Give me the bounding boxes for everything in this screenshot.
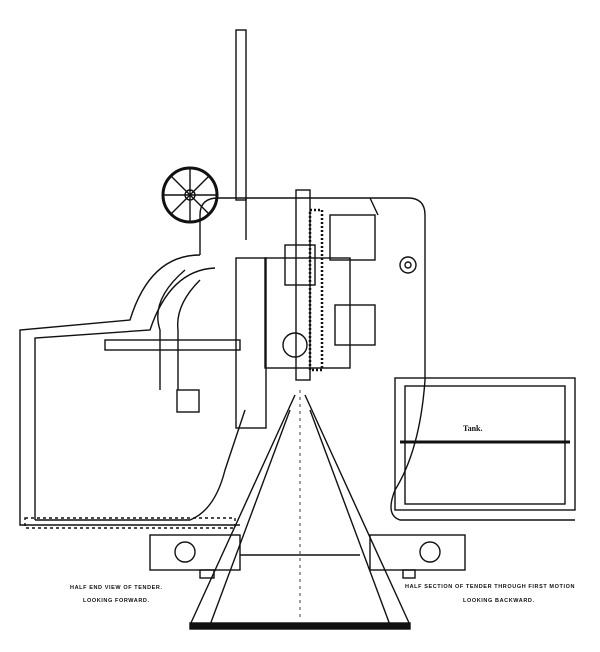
vertical-pole <box>235 29 247 201</box>
upper-housing <box>199 197 426 380</box>
left-axle-box <box>149 534 241 579</box>
tank-label: Tank. <box>463 424 483 433</box>
hand-wheel <box>161 166 219 224</box>
left-caption-line2: Looking forward. <box>83 598 150 604</box>
right-caption-line2: Looking backward. <box>463 598 535 604</box>
a-frame-support <box>189 390 411 630</box>
left-half-body <box>19 254 267 529</box>
right-axle-box <box>369 534 466 579</box>
gear-train <box>264 189 417 381</box>
tank <box>390 377 576 521</box>
right-caption-line1: Half section of tender through first mot… <box>405 584 576 590</box>
left-caption-line1: Half end view of tender. <box>70 585 163 591</box>
